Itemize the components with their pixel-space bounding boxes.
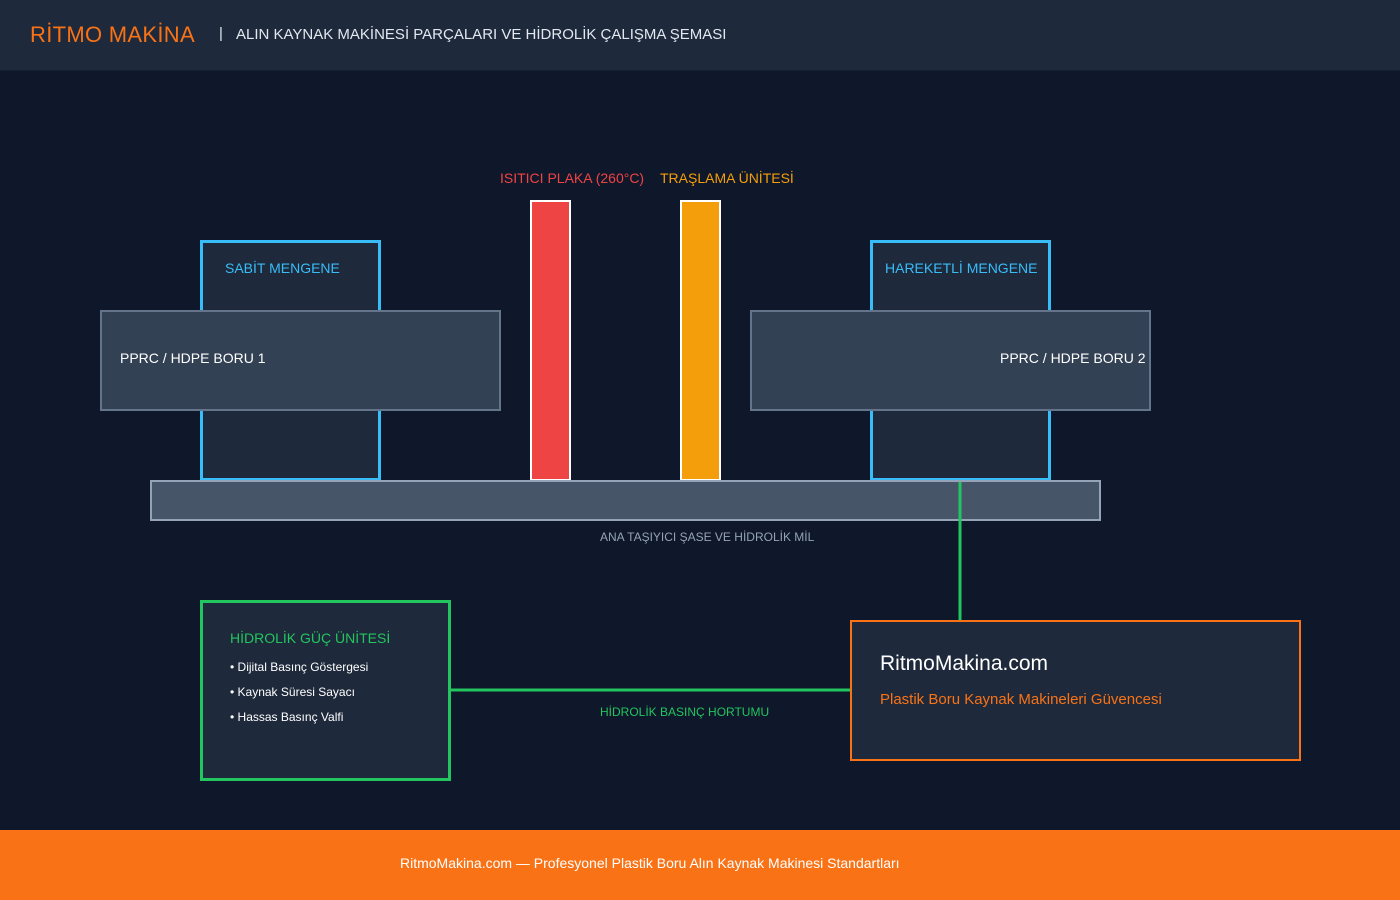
pipe-2-label: PPRC / HDPE BORU 2 <box>1000 350 1146 366</box>
hydraulic-unit-item: • Hassas Basınç Valfi <box>230 710 343 724</box>
page-title: ALIN KAYNAK MAKİNESİ PARÇALARI VE HİDROL… <box>236 26 727 43</box>
pipe-2 <box>750 310 1151 411</box>
heater-label: ISITICI PLAKA (260°C) <box>500 170 644 186</box>
hydraulic-unit-item: • Dijital Basınç Göstergesi <box>230 660 368 674</box>
pipe-1 <box>100 310 501 411</box>
info-box-subtitle: Plastik Boru Kaynak Makineleri Güvencesi <box>880 691 1162 708</box>
moving-clamp-label: HAREKETLİ MENGENE <box>885 259 1037 276</box>
heater-plate <box>530 200 571 481</box>
trimmer-label: TRAŞLAMA ÜNİTESİ <box>660 169 794 186</box>
fixed-clamp-label: SABİT MENGENE <box>225 259 340 276</box>
header-bar: RİTMO MAKİNA | ALIN KAYNAK MAKİNESİ PARÇ… <box>0 0 1400 70</box>
chassis-label: ANA TAŞIYICI ŞASE VE HİDROLİK MİL <box>600 530 815 544</box>
trimmer-unit <box>680 200 721 481</box>
header-separator: | <box>219 25 223 42</box>
info-box <box>850 620 1301 761</box>
hydraulic-unit-item: • Kaynak Süresi Sayacı <box>230 685 355 699</box>
footer-bar: RitmoMakina.com — Profesyonel Plastik Bo… <box>0 830 1400 900</box>
hydraulic-unit-title: HİDROLİK GÜÇ ÜNİTESİ <box>230 629 390 646</box>
info-box-title[interactable]: RitmoMakina.com <box>880 652 1048 675</box>
hose-label: HİDROLİK BASINÇ HORTUMU <box>600 705 769 719</box>
brand-logo[interactable]: RİTMO MAKİNA <box>30 22 195 47</box>
chassis <box>150 480 1101 521</box>
hydraulic-unit <box>200 600 451 781</box>
pipe-1-label: PPRC / HDPE BORU 1 <box>120 350 266 366</box>
footer-text: RitmoMakina.com — Profesyonel Plastik Bo… <box>400 855 900 871</box>
